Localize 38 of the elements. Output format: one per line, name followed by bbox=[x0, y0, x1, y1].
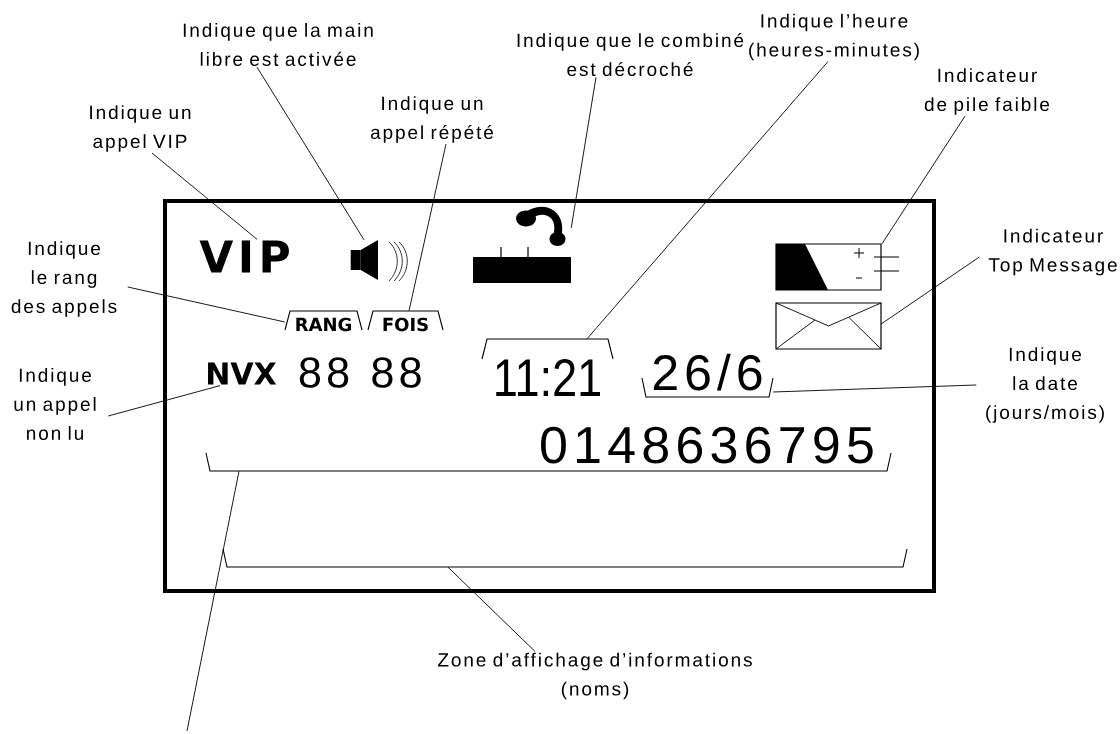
vip-indicator: VIP bbox=[199, 240, 289, 273]
leader-line bbox=[127, 286, 286, 323]
leader-line bbox=[772, 384, 977, 393]
callout-label: Indique un appel répété bbox=[370, 96, 494, 143]
leader-line bbox=[881, 115, 966, 245]
leader-line bbox=[880, 256, 980, 325]
callout-label: Indicateur de pile faible bbox=[924, 68, 1050, 115]
leader-line bbox=[586, 61, 829, 340]
leader-line bbox=[447, 566, 536, 652]
clock-display: 11:21 bbox=[481, 338, 614, 396]
leader-line bbox=[107, 385, 221, 417]
counter-tab: RANG bbox=[284, 310, 363, 332]
date-display: 26/6 bbox=[641, 353, 774, 398]
phone-number-display: 0148636795 bbox=[205, 426, 892, 472]
counter-digits: 88 bbox=[299, 357, 349, 388]
leader-line bbox=[256, 66, 365, 241]
leader-line bbox=[570, 76, 597, 229]
callout-label: Indique le rang des appels bbox=[11, 241, 117, 317]
speaker-icon bbox=[350, 240, 408, 282]
leader-line bbox=[151, 152, 258, 240]
name-zone-bracket bbox=[222, 548, 908, 568]
leader-line bbox=[408, 143, 447, 312]
handset-icon bbox=[473, 206, 571, 283]
counter-tab: FOIS bbox=[367, 310, 444, 332]
leader-line bbox=[186, 470, 240, 732]
callout-label: Indicateur Top Message bbox=[988, 228, 1117, 276]
callout-label: Zone d’affichage d’informations (noms) bbox=[438, 652, 752, 700]
new-call-indicator: NVX bbox=[208, 362, 277, 385]
counter-digits: 88 bbox=[372, 357, 421, 388]
callout-label: Indique un appel VIP bbox=[90, 105, 191, 152]
display-frame bbox=[163, 199, 936, 593]
callout-label: Indique un appel non lu bbox=[14, 368, 96, 440]
callout-label: Indique la date (jours/mois) bbox=[986, 347, 1104, 423]
envelope-icon bbox=[775, 302, 882, 350]
callout-label: Indique que la main libre est activée bbox=[183, 23, 373, 66]
callout-label: Indique que le combiné est décroché bbox=[517, 32, 744, 77]
callout-label: Indique l’heure (heures-minutes) bbox=[749, 13, 919, 61]
battery-icon bbox=[775, 243, 900, 291]
